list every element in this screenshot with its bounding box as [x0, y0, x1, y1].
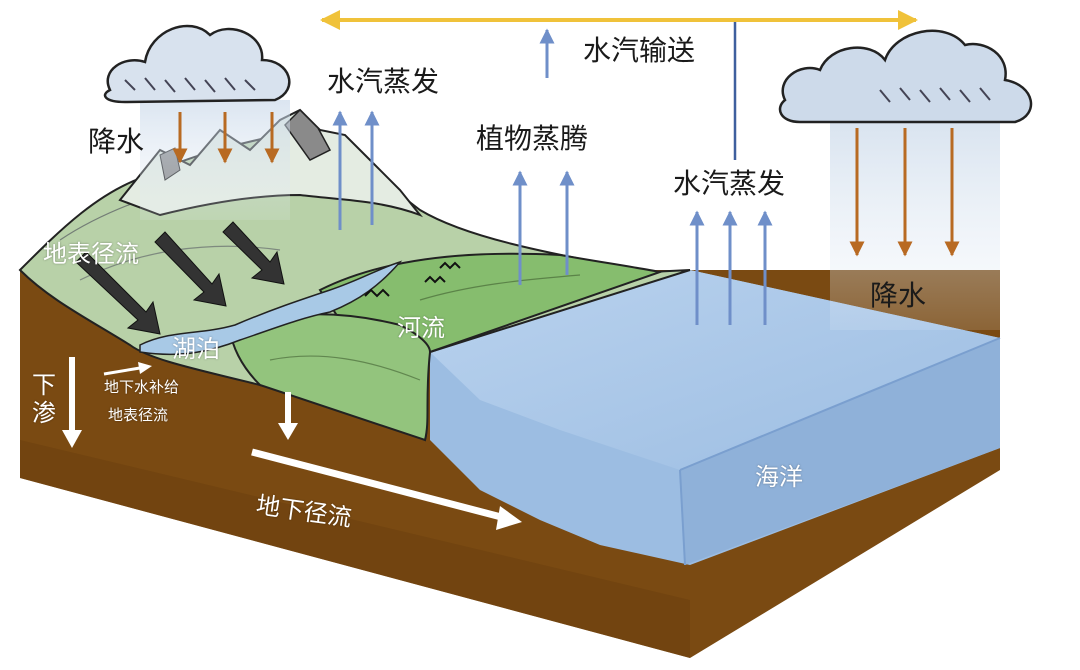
- label-river: 河流: [397, 314, 445, 342]
- cloud-right: [778, 29, 1033, 124]
- evaporation-arrows-land: [332, 110, 380, 230]
- cloud-left: [103, 24, 291, 104]
- evaporation-arrows-ocean: [689, 210, 773, 325]
- label-transpiration: 植物蒸腾: [476, 122, 589, 155]
- label-precipitation-ocean: 降水: [870, 279, 927, 312]
- groundwater-recharge-arrow: [103, 362, 152, 376]
- transpiration-arrows: [512, 170, 575, 285]
- surface-runoff-arrows: [75, 221, 285, 335]
- ocean-body: [430, 270, 1001, 566]
- label-groundwater-recharge-line2: 地表径流: [108, 406, 169, 424]
- precipitation-arrows-land: [172, 112, 280, 164]
- label-ocean: 海洋: [755, 463, 803, 491]
- label-evaporation-land: 水汽蒸发: [327, 65, 440, 98]
- infiltration-arrow-mid: [278, 392, 298, 440]
- label-evaporation-ocean: 水汽蒸发: [673, 167, 786, 200]
- label-lake: 湖泊: [172, 335, 220, 363]
- label-infiltration: 下渗: [32, 371, 56, 427]
- infiltration-arrow: [62, 357, 82, 448]
- label-surface-runoff: 地表径流: [43, 240, 139, 268]
- label-precipitation-land: 降水: [88, 125, 145, 158]
- label-vapor-transport: 水汽输送: [583, 34, 696, 67]
- label-groundwater-recharge-line1: 地下水补给: [104, 378, 180, 396]
- rain-left: [140, 100, 290, 220]
- groundwater-runoff-arrow: [251, 448, 522, 530]
- precipitation-arrows-ocean: [849, 128, 960, 257]
